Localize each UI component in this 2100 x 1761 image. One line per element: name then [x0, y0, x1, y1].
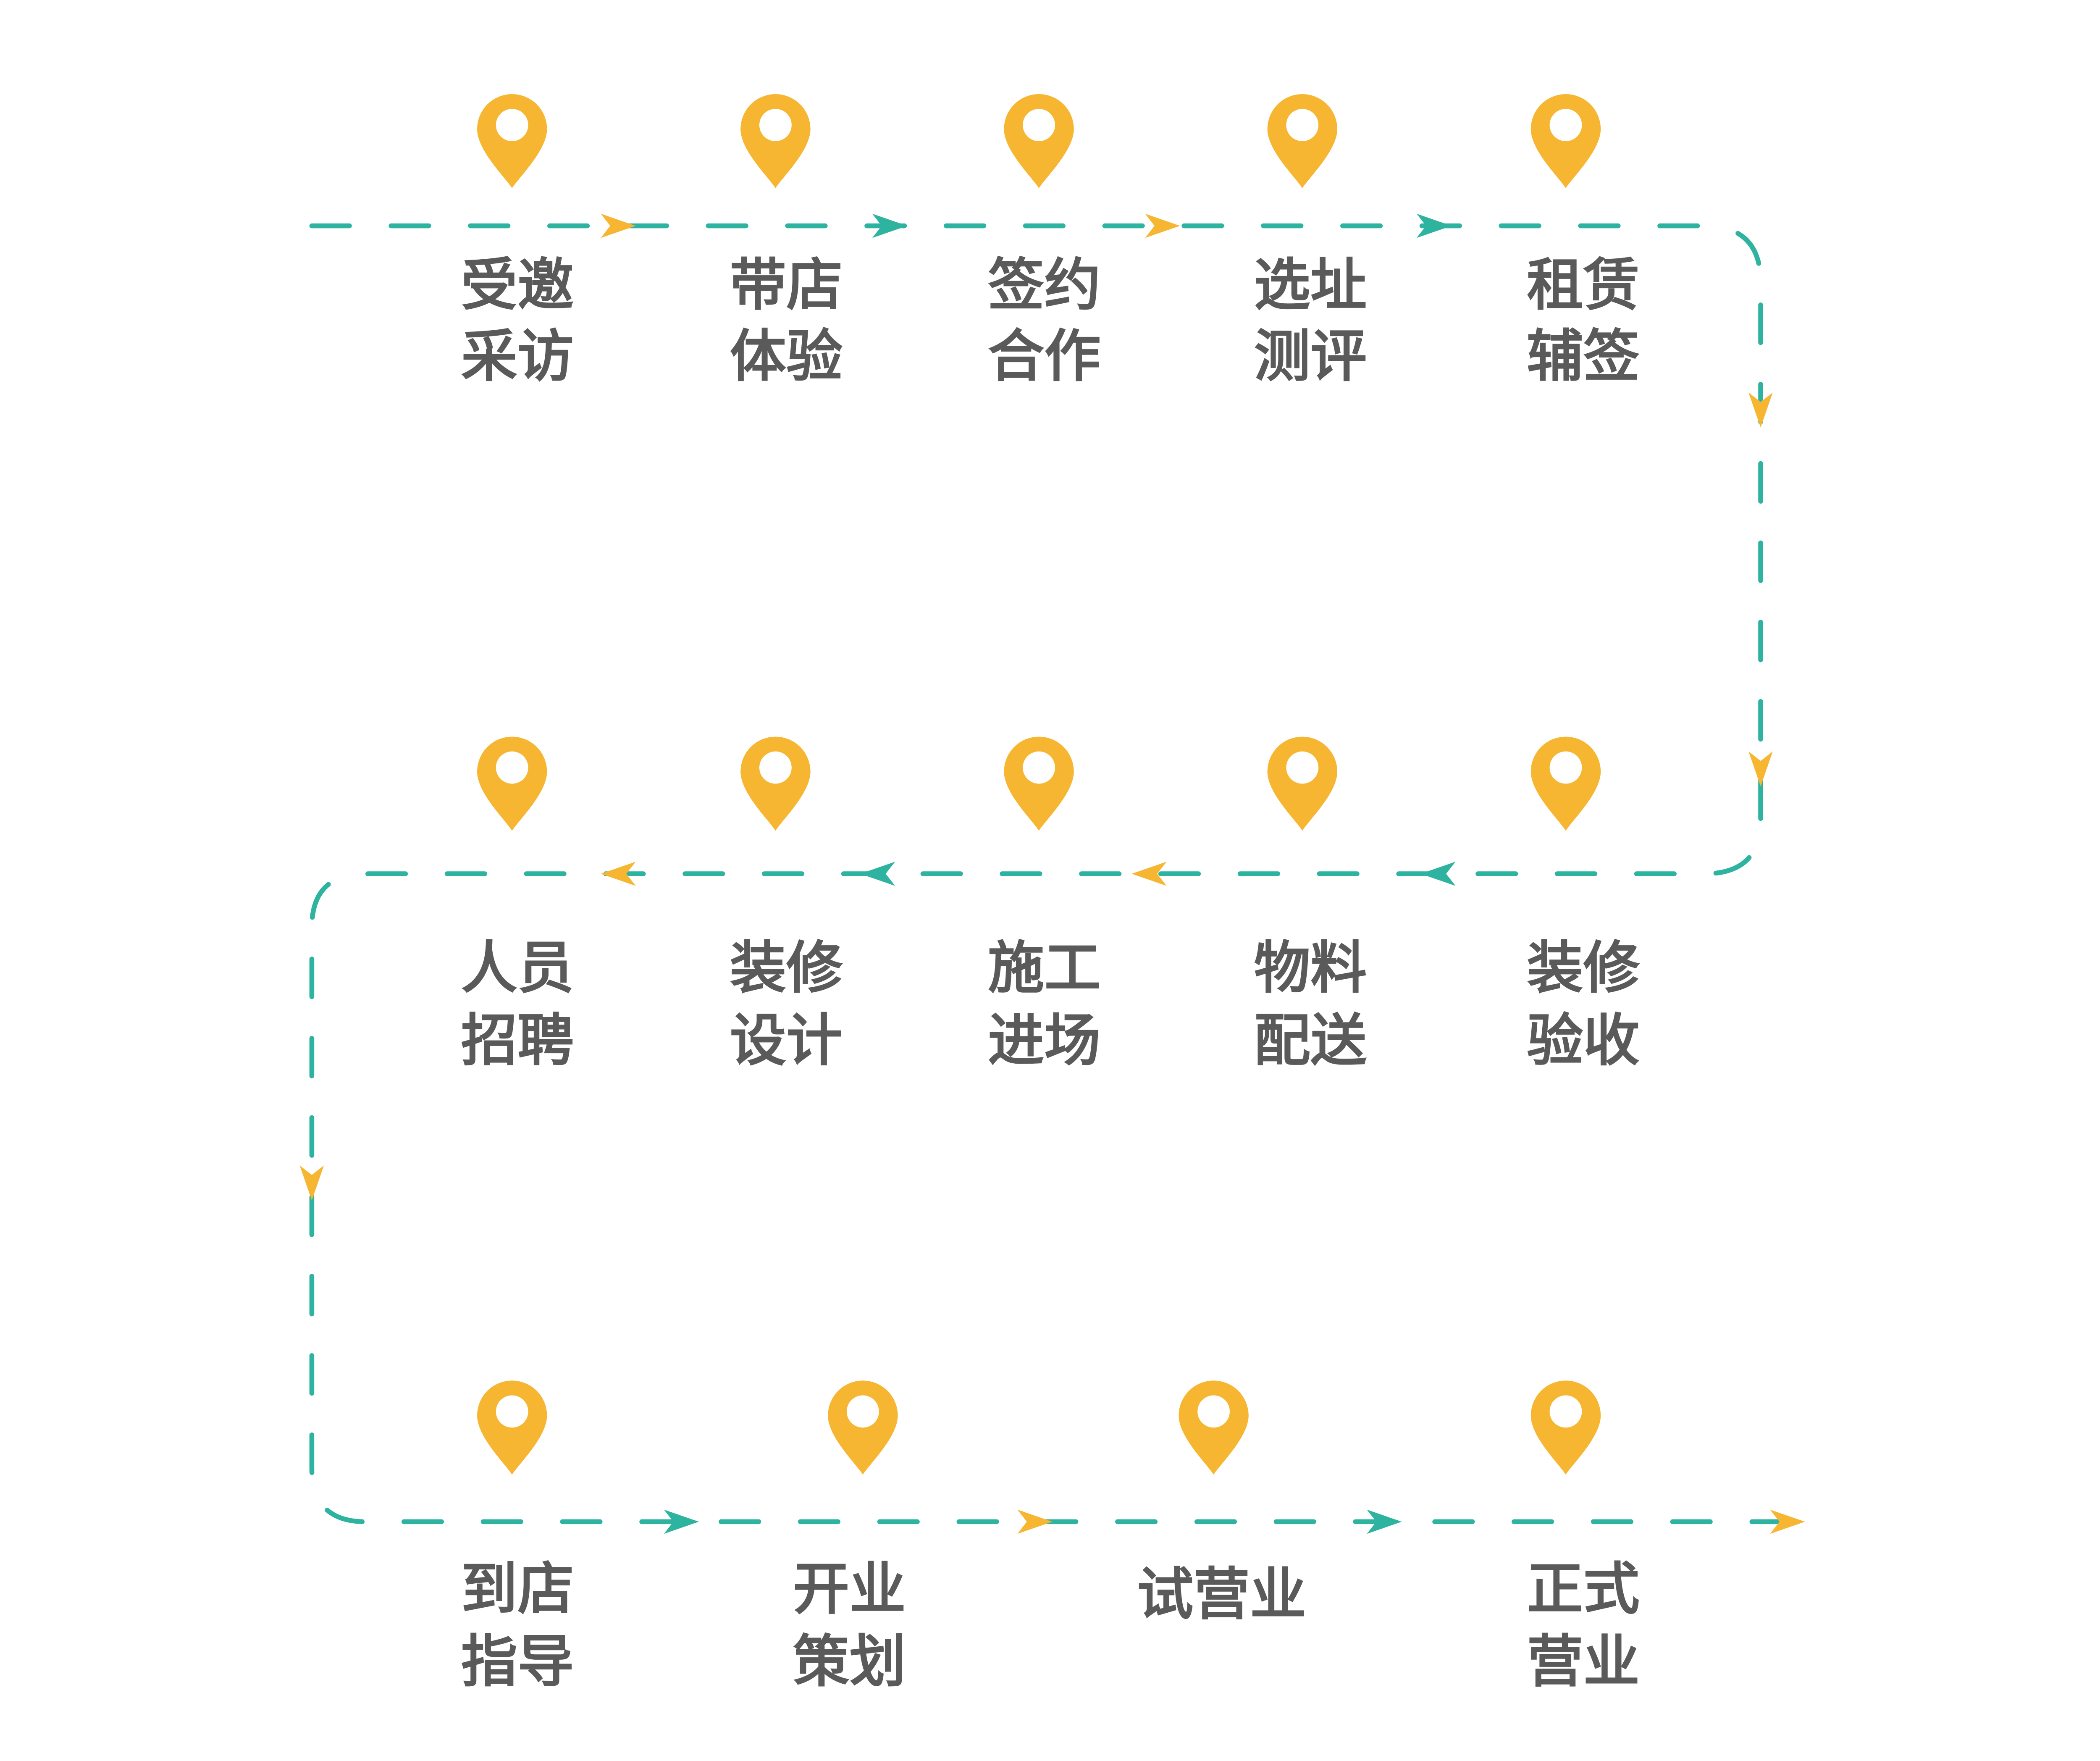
location-pin-icon [477, 1380, 547, 1475]
arrowhead-icon [299, 1165, 324, 1201]
step-label: 策划 [793, 1629, 906, 1695]
location-pin-icon [1530, 1380, 1601, 1475]
step-8: 施工 进场 [988, 736, 1101, 1073]
step-label: 营业 [1527, 1629, 1640, 1695]
step-14: 正式 营业 [1527, 1380, 1640, 1695]
step-label: 选址 [1254, 252, 1367, 318]
arrowhead-icon [601, 213, 636, 238]
step-11: 到店 指导 [461, 1380, 574, 1695]
location-pin-icon [1004, 94, 1074, 188]
step-7: 物料 配送 [1254, 736, 1367, 1073]
location-pin-icon [1004, 736, 1074, 831]
step-label: 合作 [988, 323, 1101, 389]
step-4: 选址 测评 [1254, 94, 1367, 389]
location-pin-icon [477, 736, 547, 831]
location-pin-icon [740, 94, 811, 188]
step-9: 装修 设计 [730, 736, 843, 1073]
step-label: 设计 [730, 1007, 843, 1073]
step-label: 指导 [461, 1629, 574, 1695]
step-label: 正式 [1527, 1556, 1640, 1622]
step-label: 装修 [1527, 935, 1640, 1001]
location-pin-icon [477, 94, 547, 188]
arrowhead-icon [1420, 862, 1456, 886]
step-label: 体验 [730, 323, 843, 389]
step-label: 人员 [461, 935, 574, 1001]
step-10: 人员 招聘 [461, 736, 574, 1073]
flow-line [309, 223, 1790, 1524]
step-1: 受邀 采访 [461, 94, 574, 389]
step-5: 租赁 辅签 [1527, 94, 1640, 389]
arrowhead-icon [1748, 751, 1773, 786]
step-2: 带店 体验 [730, 94, 843, 389]
step-label: 施工 [988, 935, 1101, 1001]
arrowhead-icon [1017, 1509, 1053, 1534]
step-label: 装修 [730, 935, 843, 1001]
step-label: 辅签 [1527, 323, 1640, 389]
step-label: 采访 [461, 323, 574, 389]
location-pin-icon [828, 1380, 898, 1475]
location-pin-icon [740, 736, 811, 831]
arrowhead-icon [860, 862, 895, 886]
step-label: 租赁 [1527, 252, 1640, 318]
step-label: 带店 [730, 252, 843, 318]
step-label: 配送 [1254, 1007, 1367, 1073]
step-label: 测评 [1254, 323, 1367, 389]
step-6: 装修 验收 [1527, 736, 1640, 1073]
location-pin-icon [1267, 94, 1337, 188]
step-label: 物料 [1254, 935, 1367, 1001]
arrowhead-icon [1145, 213, 1180, 238]
step-label: 受邀 [461, 252, 574, 318]
step-label: 进场 [988, 1007, 1101, 1073]
step-label: 验收 [1527, 1007, 1640, 1073]
step-13: 试营业 [1137, 1380, 1306, 1627]
location-pin-icon [1530, 94, 1601, 188]
location-pin-icon [1267, 736, 1337, 831]
step-label: 开业 [793, 1556, 906, 1622]
step-3: 签约 合作 [988, 94, 1101, 389]
step-label: 到店 [461, 1556, 574, 1622]
step-label: 签约 [988, 252, 1101, 318]
location-pin-icon [1179, 1380, 1249, 1475]
location-pin-icon [1530, 736, 1601, 831]
step-label: 招聘 [461, 1007, 574, 1073]
step-label: 试营业 [1137, 1561, 1306, 1627]
step-12: 开业 策划 [793, 1380, 906, 1695]
